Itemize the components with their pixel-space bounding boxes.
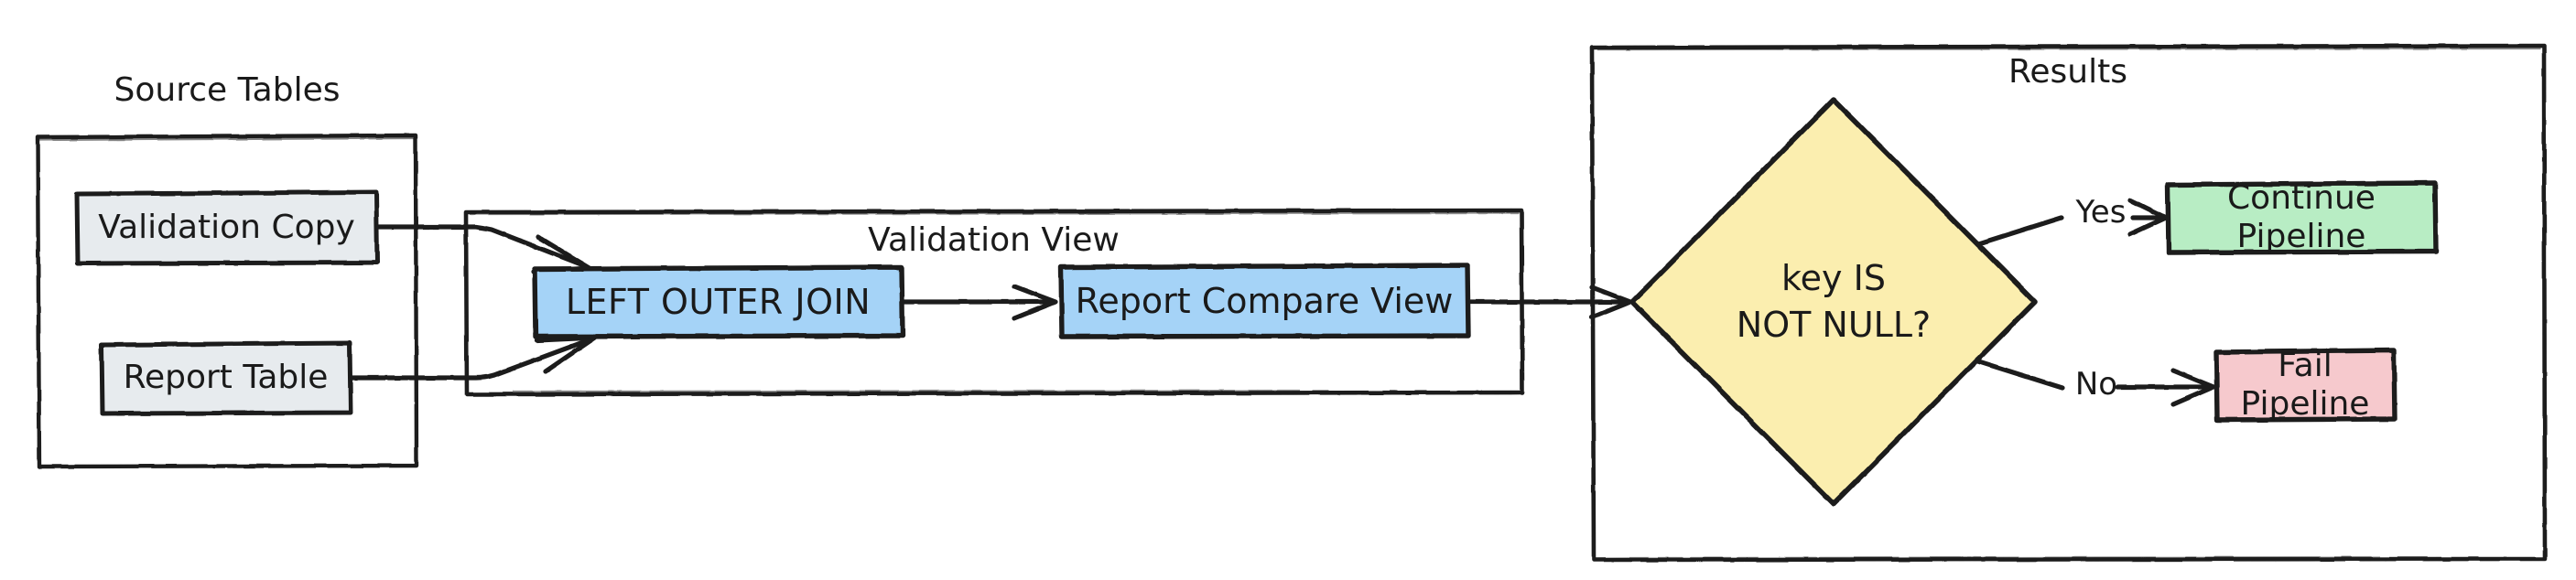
group-source-tables <box>35 133 419 469</box>
edge-report-table-to-left-outer-join <box>348 335 598 381</box>
edge-report-compare-view-to-decision <box>1467 285 1633 320</box>
node-shape-report-compare-view[interactable] <box>1058 263 1471 339</box>
node-shape-fail-pipeline[interactable] <box>2213 348 2397 423</box>
group-validation-view <box>463 208 1525 397</box>
node-shape-report-table[interactable] <box>99 340 353 416</box>
node-shape-validation-copy[interactable] <box>74 189 380 266</box>
group-results <box>1589 43 2548 563</box>
edge-decision-yes-to-continue-pipeline <box>1960 198 2169 252</box>
edge-decision-no-to-fail-pipeline <box>1961 354 2216 407</box>
node-shape-left-outer-join[interactable] <box>532 264 905 339</box>
node-shape-key-is-not-null-decision[interactable] <box>1629 97 2038 507</box>
edge-left-outer-join-to-report-compare-view <box>902 284 1058 321</box>
node-shape-continue-pipeline[interactable] <box>2165 180 2439 255</box>
edge-validation-copy-to-left-outer-join <box>374 224 592 274</box>
